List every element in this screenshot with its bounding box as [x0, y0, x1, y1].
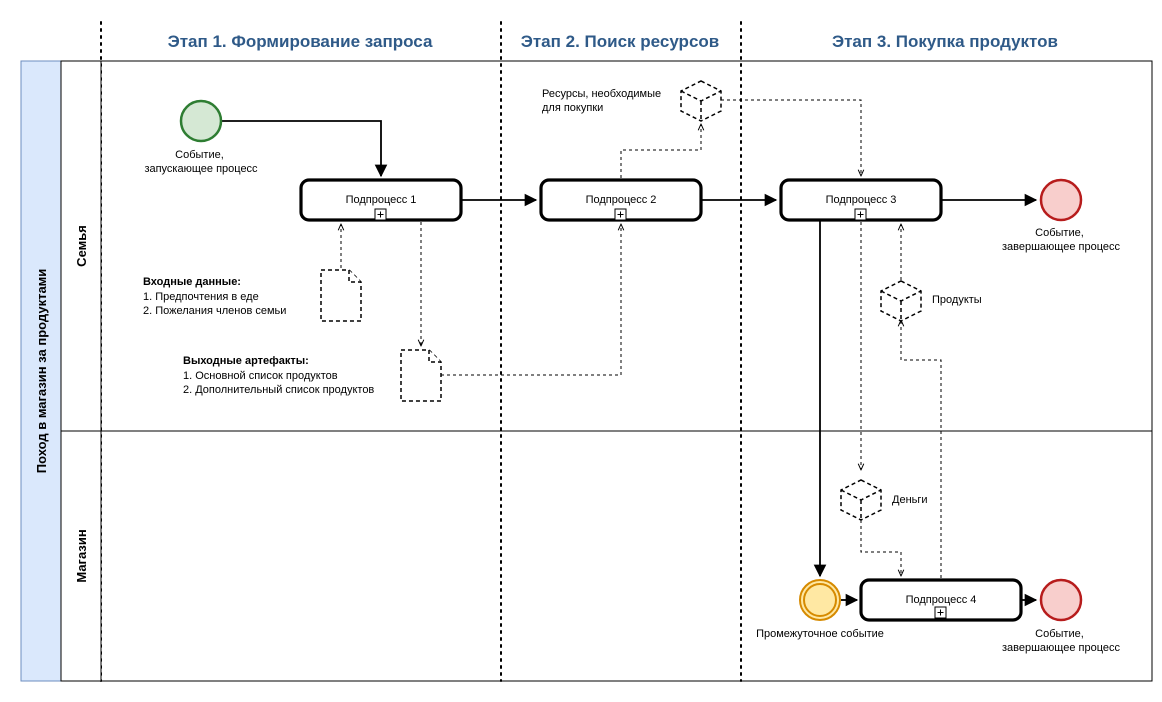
flow-start-to-p1 — [221, 120, 388, 178]
stage-title-3: Этап 3. Покупка продуктов — [832, 32, 1058, 51]
input-document-icon — [320, 269, 362, 322]
pool-label: Поход в магазин за продуктами — [34, 269, 49, 474]
plus-icon — [937, 609, 944, 616]
end-event-family — [1039, 178, 1083, 222]
lane-label-family: Семья — [74, 225, 89, 267]
subprocess-4-label: Подпроцесс 4 — [906, 594, 977, 606]
lane-header-family — [60, 60, 102, 432]
plus-icon — [617, 211, 624, 218]
products-label: Продукты — [932, 294, 982, 306]
money-label: Деньги — [892, 494, 928, 506]
stage-title-2: Этап 2. Поиск ресурсов — [521, 32, 719, 51]
lane-header-shop — [60, 430, 102, 682]
intermediate-event-label: Промежуточное событие — [756, 628, 884, 640]
subprocess-2: Подпроцесс 2 — [539, 178, 703, 222]
start-event — [179, 99, 223, 143]
lane-label-shop: Магазин — [74, 529, 89, 582]
resources-label: Ресурсы, необходимые для покупки — [542, 88, 664, 114]
assoc-money-to-p4 — [860, 520, 901, 576]
assoc-output-to-p2 — [441, 224, 621, 376]
assoc-p4-to-products — [901, 320, 942, 578]
assoc-resources-to-p3 — [721, 99, 861, 176]
end-event-family-label: Событие, завершающее процесс — [1002, 227, 1121, 253]
subprocess-2-label: Подпроцесс 2 — [586, 194, 657, 206]
subprocess-1-label: Подпроцесс 1 — [346, 194, 417, 206]
plus-icon — [857, 211, 864, 218]
end-event-shop-label: Событие, завершающее процесс — [1002, 628, 1121, 654]
products-cube-icon — [880, 280, 922, 322]
start-event-label: Событие, запускающее процесс — [144, 149, 258, 175]
input-data-label: Входные данные: 1. Предпочтения в еде 2.… — [143, 272, 286, 317]
subprocess-3-label: Подпроцесс 3 — [826, 194, 897, 206]
subprocess-4: Подпроцесс 4 — [859, 578, 1023, 622]
subprocess-1: Подпроцесс 1 — [299, 178, 463, 222]
resources-cube-icon — [680, 80, 722, 122]
subprocess-3: Подпроцесс 3 — [779, 178, 943, 222]
stage-title-1: Этап 1. Формирование запроса — [168, 32, 433, 51]
plus-icon — [377, 211, 384, 218]
intermediate-event-inner-ring — [803, 583, 837, 617]
output-document-icon — [400, 349, 442, 402]
assoc-p2-to-resources — [620, 124, 701, 178]
pool-body — [100, 60, 1153, 682]
money-cube-icon — [840, 479, 882, 521]
end-event-shop — [1039, 578, 1083, 622]
output-artifacts-label: Выходные артефакты: 1. Основной список п… — [183, 351, 374, 396]
intermediate-event — [799, 579, 841, 621]
